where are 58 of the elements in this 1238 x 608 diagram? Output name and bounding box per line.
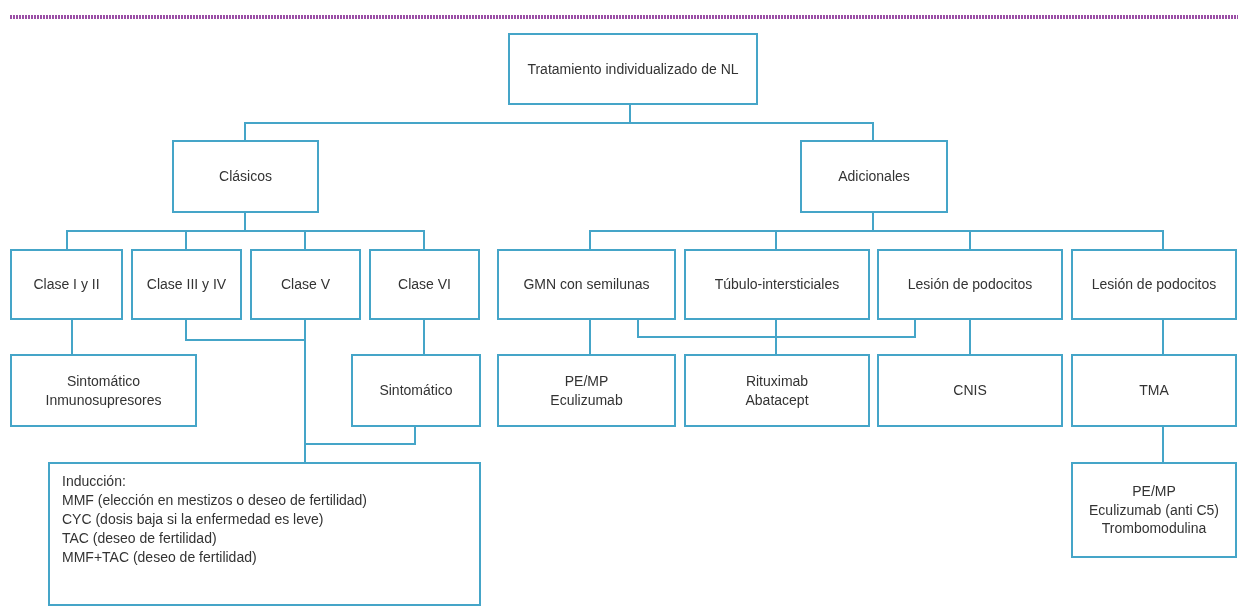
box-text: Clase VI xyxy=(398,275,451,294)
box-text: Clásicos xyxy=(219,167,272,186)
box-text: Adicionales xyxy=(838,167,910,186)
box-text: Inducción: xyxy=(62,472,126,491)
treatment-box xyxy=(1071,354,1237,427)
box-text: Clase III y IV xyxy=(146,275,227,294)
connector-line xyxy=(589,319,591,355)
box-text: Trombomodulina xyxy=(1101,519,1207,539)
treatment-box xyxy=(250,249,361,320)
treatment-box xyxy=(508,33,758,105)
connector-line xyxy=(629,104,874,141)
treatment-box xyxy=(684,249,870,320)
box-text: Abatacept xyxy=(745,390,809,410)
treatment-box xyxy=(877,249,1063,320)
box-text: Inmunosupresores xyxy=(45,390,162,410)
treatment-box xyxy=(497,249,676,320)
treatment-box xyxy=(877,354,1063,427)
box-text: CYC (dosis baja si la enfermedad es leve) xyxy=(62,509,324,529)
box-text: PE/MP xyxy=(1132,481,1176,501)
connector-line xyxy=(1162,319,1164,355)
treatment-box xyxy=(1071,249,1237,320)
treatment-box xyxy=(369,249,480,320)
box-text: Clase V xyxy=(281,275,330,294)
connector-line xyxy=(71,319,73,355)
connector-line xyxy=(304,426,416,463)
treatment-box xyxy=(684,354,870,427)
connector-line xyxy=(872,212,1164,250)
treatment-box xyxy=(497,354,676,427)
treatment-box xyxy=(48,462,481,606)
treatment-box xyxy=(131,249,242,320)
treatment-box xyxy=(800,140,948,213)
connector-line xyxy=(244,212,425,250)
box-text: GMN con semilunas xyxy=(523,275,650,294)
connector-line xyxy=(969,319,971,355)
box-text: Túbulo-intersticiales xyxy=(714,275,840,294)
box-text: Sintomático xyxy=(66,371,141,391)
box-text: CNIS xyxy=(953,381,987,400)
box-text: Sintomático xyxy=(379,381,453,400)
box-text: Eculizumab (anti C5) xyxy=(1089,500,1219,520)
box-text: Clase I y II xyxy=(33,275,100,294)
box-text: Tratamiento individualizado de NL xyxy=(527,59,739,79)
box-text: Eculizumab xyxy=(550,390,623,410)
treatment-box xyxy=(351,354,481,427)
box-text: TAC (deseo de fertilidad) xyxy=(62,528,217,548)
treatment-box xyxy=(1071,462,1237,558)
box-text: MMF (elección en mestizos o deseo de fertilidad) xyxy=(62,490,368,510)
box-text: Lesión de podocitos xyxy=(907,275,1033,294)
treatment-box xyxy=(172,140,319,213)
box-text: Rituximab xyxy=(745,371,809,391)
box-text: MMF+TAC (deseo de fertilidad) xyxy=(62,547,257,567)
treatment-box xyxy=(10,249,123,320)
connector-line xyxy=(775,319,916,355)
box-text: Lesión de podocitos xyxy=(1091,275,1217,294)
box-text: TMA xyxy=(1139,381,1169,400)
connector-line xyxy=(423,319,425,355)
connector-line xyxy=(1162,426,1164,463)
treatment-box xyxy=(10,354,197,427)
box-text: PE/MP xyxy=(564,371,609,391)
